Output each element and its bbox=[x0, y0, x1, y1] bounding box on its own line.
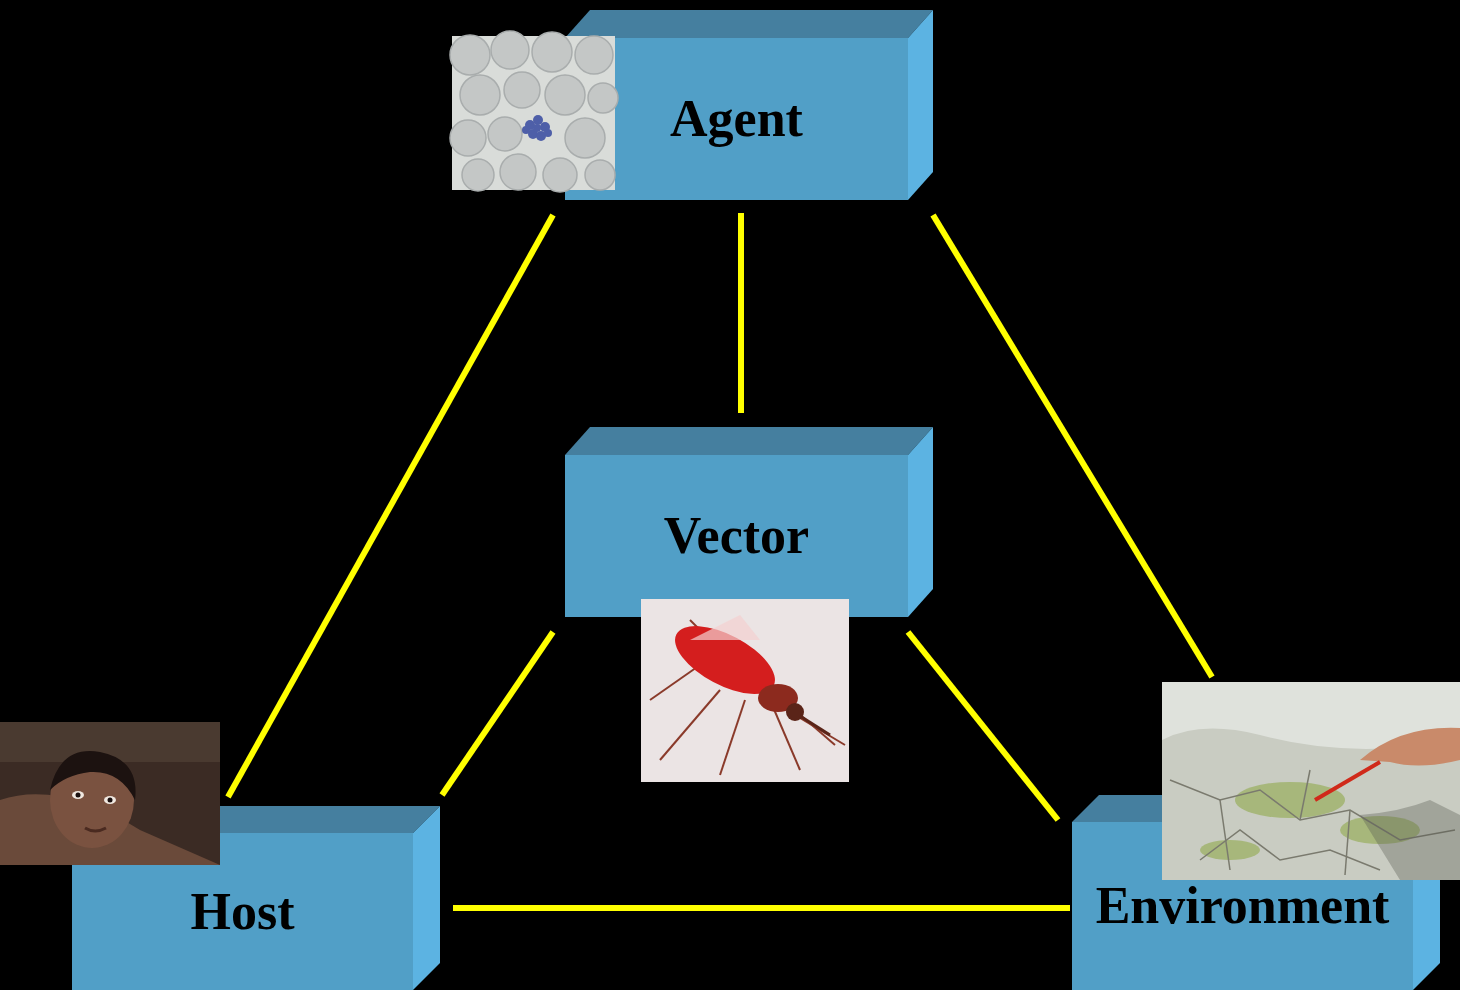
connector-line bbox=[933, 215, 1212, 677]
environment-box: Environment bbox=[1072, 822, 1413, 990]
box-front bbox=[565, 455, 908, 617]
box-label: Vector bbox=[664, 507, 809, 564]
agent-box: Agent bbox=[565, 38, 908, 200]
connector-line bbox=[908, 632, 1058, 820]
connector-line bbox=[442, 632, 553, 795]
box-side bbox=[413, 806, 440, 990]
connector-stroke bbox=[908, 632, 1058, 820]
box-side bbox=[908, 10, 933, 200]
box-side bbox=[908, 427, 933, 617]
child-photo bbox=[0, 722, 220, 865]
box-top bbox=[565, 10, 933, 38]
blood-smear-photo bbox=[450, 31, 618, 192]
box-front bbox=[565, 38, 908, 200]
soil-photo bbox=[1162, 682, 1460, 880]
box-label: Host bbox=[191, 883, 295, 940]
connector-line bbox=[741, 213, 742, 413]
connector-stroke bbox=[442, 632, 553, 795]
mosquito-photo bbox=[641, 599, 849, 782]
connector-stroke bbox=[738, 213, 744, 413]
connector-line bbox=[228, 215, 553, 797]
box-label: Agent bbox=[670, 90, 803, 147]
connector-stroke bbox=[933, 215, 1212, 677]
connector-stroke bbox=[453, 905, 1070, 911]
vector-box: Vector bbox=[565, 455, 908, 617]
host-box: Host bbox=[72, 833, 413, 990]
box-label: Environment bbox=[1096, 877, 1390, 934]
box-top bbox=[565, 427, 933, 455]
connector-line bbox=[453, 908, 1070, 909]
connector-stroke bbox=[228, 215, 553, 797]
